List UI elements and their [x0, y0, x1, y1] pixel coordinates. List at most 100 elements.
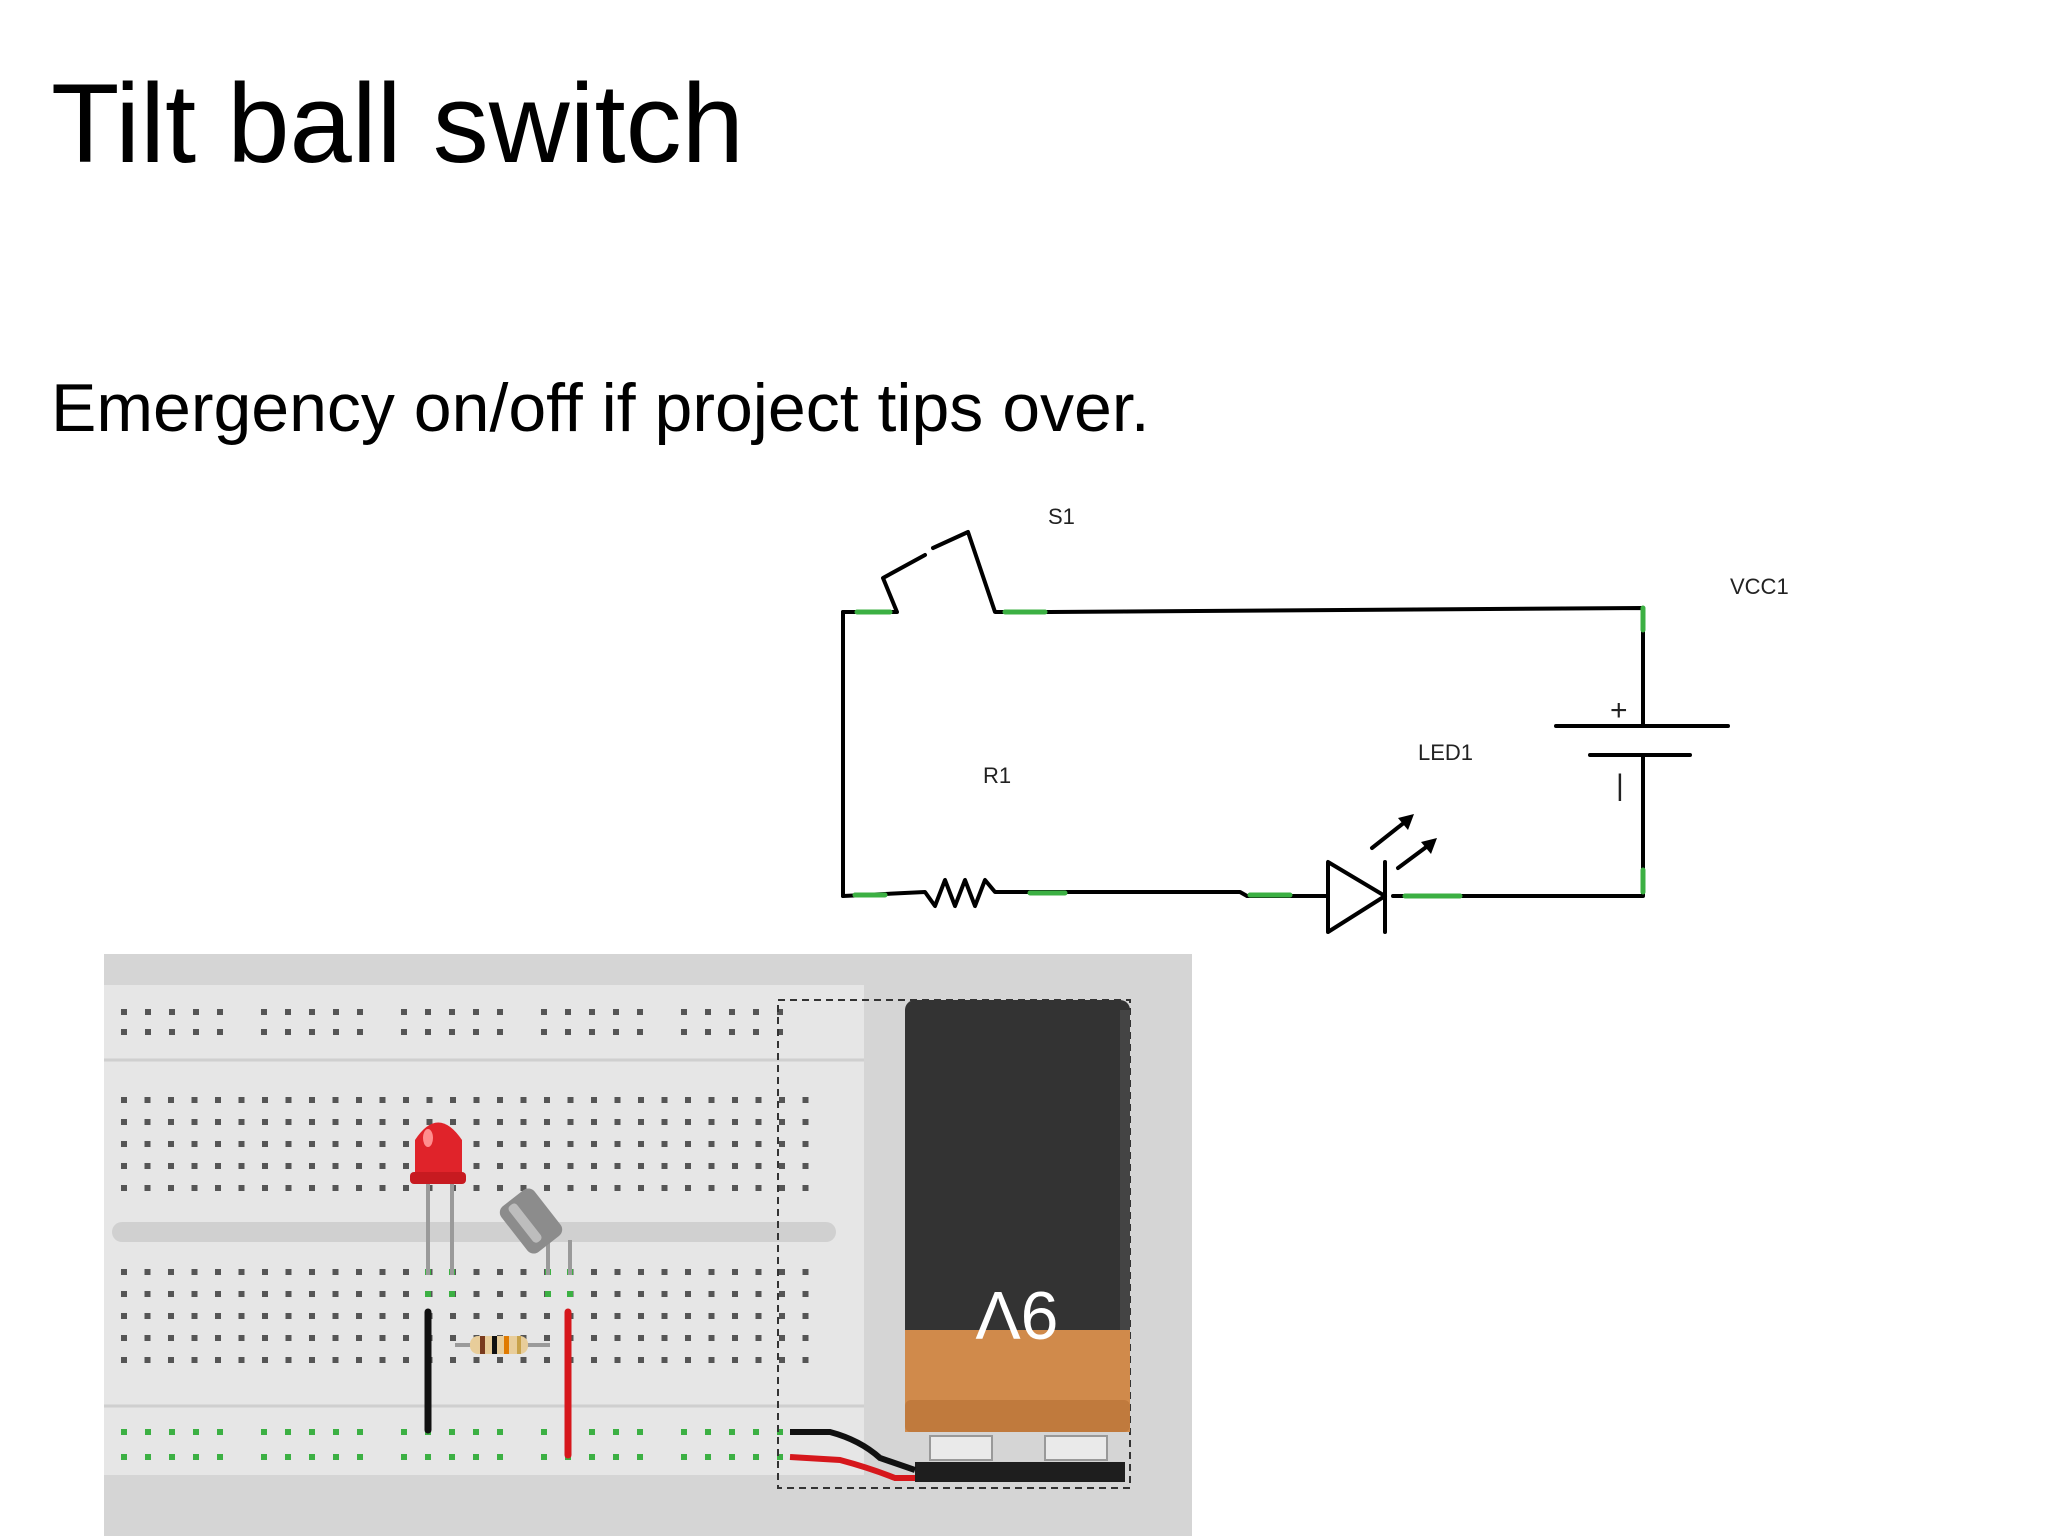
terminal-hole: [426, 1141, 433, 1147]
power-rail-hole: [777, 1009, 783, 1015]
power-rail-hole: [473, 1009, 479, 1015]
terminal-hole: [262, 1291, 268, 1297]
terminal-hole: [567, 1141, 574, 1147]
terminal-hole: [144, 1163, 151, 1169]
terminal-hole: [379, 1313, 386, 1319]
nine-volt-battery: 9V: [905, 1000, 1130, 1482]
terminal-hole: [802, 1163, 809, 1169]
terminal-hole: [497, 1119, 503, 1125]
terminal-hole: [591, 1357, 597, 1363]
terminal-hole: [168, 1335, 174, 1341]
power-rail-hole-connected: [565, 1429, 571, 1435]
terminal-hole: [403, 1291, 409, 1297]
power-rail-hole: [449, 1009, 455, 1015]
power-rail-hole: [613, 1009, 619, 1015]
terminal-hole: [638, 1357, 644, 1363]
power-rail-hole-connected: [333, 1454, 339, 1460]
terminal-hole: [379, 1269, 386, 1275]
terminal-hole: [497, 1291, 503, 1297]
terminal-hole: [473, 1141, 480, 1147]
schematic-wire-bottom: [1008, 890, 1330, 898]
terminal-hole: [473, 1119, 480, 1125]
terminal-hole: [614, 1357, 621, 1363]
power-rail-hole: [777, 1029, 783, 1035]
terminal-hole: [473, 1185, 480, 1191]
terminal-hole-connected: [545, 1291, 551, 1297]
power-rail-hole: [425, 1009, 431, 1015]
terminal-hole: [755, 1185, 762, 1191]
terminal-hole: [215, 1291, 221, 1297]
terminal-hole: [426, 1291, 433, 1297]
terminal-hole: [238, 1097, 245, 1103]
terminal-hole: [779, 1313, 785, 1319]
power-rail-hole-connected: [497, 1454, 503, 1460]
terminal-hole: [168, 1163, 174, 1169]
power-rail-hole: [637, 1029, 643, 1035]
terminal-hole: [309, 1269, 315, 1275]
power-rail-hole-connected: [401, 1454, 407, 1460]
terminal-hole: [708, 1313, 715, 1319]
breadboard-connected-holes: [121, 1269, 783, 1460]
terminal-hole: [191, 1313, 198, 1319]
terminal-hole: [567, 1269, 574, 1275]
terminal-hole: [544, 1119, 550, 1125]
led-arrow-2: [1396, 840, 1435, 870]
power-rail-hole-connected: [681, 1429, 687, 1435]
terminal-hole: [121, 1335, 127, 1341]
terminal-hole: [121, 1313, 127, 1319]
terminal-hole: [802, 1141, 809, 1147]
slide-title: Tilt ball switch: [51, 61, 744, 186]
terminal-hole: [567, 1163, 574, 1169]
power-rail-hole-connected: [285, 1429, 291, 1435]
battery-minus-sign: |: [1616, 769, 1624, 802]
power-rail-hole-connected: [541, 1429, 547, 1435]
power-rail-hole: [565, 1029, 571, 1035]
terminal-hole: [262, 1163, 268, 1169]
power-rail-hole: [613, 1029, 619, 1035]
terminal-hole: [403, 1185, 409, 1191]
terminal-hole: [191, 1141, 198, 1147]
terminal-hole: [520, 1163, 527, 1169]
terminal-hole: [732, 1097, 738, 1103]
power-rail-hole: [681, 1029, 687, 1035]
terminal-hole: [309, 1141, 315, 1147]
terminal-hole: [497, 1185, 503, 1191]
breadboard-holes: [121, 1009, 809, 1363]
terminal-hole: [379, 1163, 386, 1169]
power-rail-hole: [497, 1029, 503, 1035]
terminal-hole: [168, 1269, 174, 1275]
power-rail-hole: [357, 1009, 363, 1015]
terminal-hole: [356, 1269, 362, 1275]
terminal-hole: [473, 1269, 480, 1275]
terminal-hole: [755, 1141, 762, 1147]
terminal-hole: [309, 1163, 315, 1169]
terminal-hole: [285, 1163, 292, 1169]
terminal-hole: [403, 1141, 409, 1147]
terminal-hole: [661, 1119, 668, 1125]
resistor: [455, 1336, 550, 1354]
terminal-hole: [732, 1163, 738, 1169]
terminal-hole: [168, 1291, 174, 1297]
terminal-hole: [403, 1269, 409, 1275]
terminal-hole: [262, 1335, 268, 1341]
power-rail-hole-connected: [637, 1429, 643, 1435]
terminal-hole: [732, 1269, 738, 1275]
terminal-hole: [309, 1313, 315, 1319]
terminal-hole: [285, 1097, 292, 1103]
terminal-hole: [450, 1119, 456, 1125]
terminal-hole: [591, 1291, 597, 1297]
terminal-hole: [144, 1097, 151, 1103]
power-rail-hole: [449, 1029, 455, 1035]
power-rail-hole-connected: [309, 1454, 315, 1460]
terminal-hole: [638, 1291, 644, 1297]
terminal-hole: [661, 1357, 668, 1363]
power-rail-hole: [261, 1029, 267, 1035]
terminal-hole: [450, 1097, 456, 1103]
terminal-hole: [144, 1141, 151, 1147]
terminal-hole: [191, 1163, 198, 1169]
terminal-hole: [121, 1357, 127, 1363]
terminal-hole: [356, 1291, 362, 1297]
terminal-hole: [379, 1291, 386, 1297]
terminal-hole: [356, 1335, 362, 1341]
red-led: [410, 1122, 466, 1275]
